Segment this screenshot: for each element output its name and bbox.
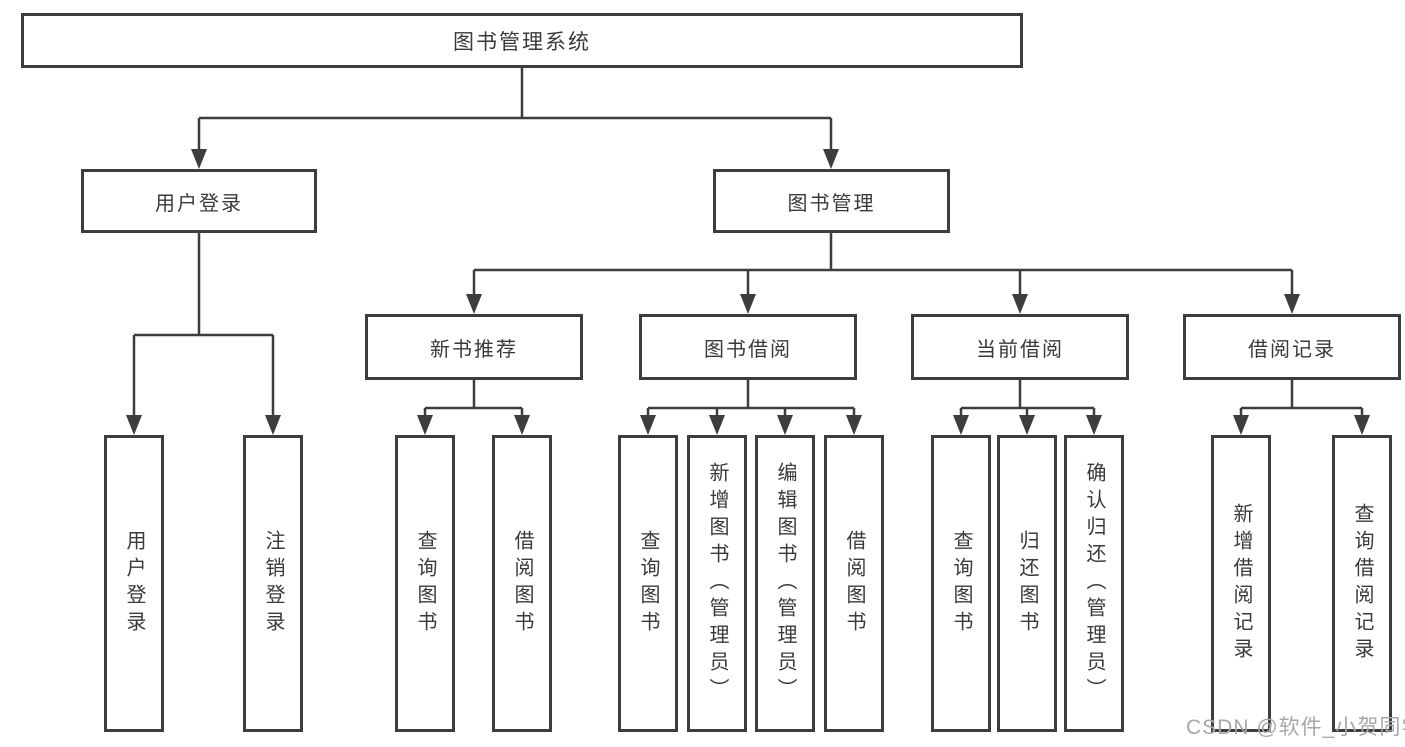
node-leaf-add-borrow-record: 新增借阅记录: [1211, 435, 1271, 732]
node-root-system: 图书管理系统: [21, 13, 1023, 68]
node-user-login: 用户登录: [81, 169, 317, 233]
node-leaf-query-borrow-record: 查询借阅记录: [1332, 435, 1392, 732]
node-leaf-query-books-borrow-label: 查询图书: [637, 529, 659, 638]
node-borrow-records-label: 借阅记录: [1248, 338, 1336, 361]
node-new-book-recommend: 新书推荐: [365, 314, 583, 380]
node-leaf-user-login: 用户登录: [104, 435, 164, 732]
node-leaf-edit-books-admin: 编辑图书（管理员）: [755, 435, 815, 732]
node-current-borrow: 当前借阅: [911, 314, 1129, 380]
node-borrow-records: 借阅记录: [1183, 314, 1401, 380]
node-leaf-confirm-return-admin: 确认归还（管理员）: [1064, 435, 1124, 732]
node-leaf-borrow-books-recommend: 借阅图书: [492, 435, 552, 732]
node-book-borrow: 图书借阅: [639, 314, 857, 380]
node-leaf-query-books-current: 查询图书: [931, 435, 991, 732]
node-current-borrow-label: 当前借阅: [976, 338, 1064, 361]
node-book-borrow-label: 图书借阅: [704, 338, 792, 361]
arrowheads: [126, 149, 1370, 435]
node-root-label: 图书管理系统: [453, 30, 591, 54]
node-leaf-add-books-admin: 新增图书（管理员）: [687, 435, 747, 732]
node-leaf-logout: 注销登录: [243, 435, 303, 732]
node-leaf-add-books-admin-label: 新增图书（管理员）: [706, 462, 728, 705]
node-leaf-query-books-borrow: 查询图书: [618, 435, 678, 732]
node-new-book-recommend-label: 新书推荐: [430, 338, 518, 361]
node-leaf-query-borrow-record-label: 查询借阅记录: [1351, 502, 1373, 665]
csdn-watermark: CSDN @软件_小贺同学: [1186, 716, 1405, 739]
node-leaf-borrow-books: 借阅图书: [824, 435, 884, 732]
node-leaf-logout-label: 注销登录: [262, 529, 284, 638]
node-leaf-user-login-label: 用户登录: [123, 529, 145, 638]
node-leaf-borrow-books-label: 借阅图书: [843, 529, 865, 638]
node-leaf-edit-books-admin-label: 编辑图书（管理员）: [774, 462, 796, 705]
node-leaf-return-books-label: 归还图书: [1016, 529, 1038, 638]
node-book-management-label: 图书管理: [787, 192, 876, 215]
node-leaf-query-books-recommend: 查询图书: [395, 435, 455, 732]
node-leaf-add-borrow-record-label: 新增借阅记录: [1230, 502, 1252, 665]
node-leaf-query-books-recommend-label: 查询图书: [414, 529, 436, 638]
node-leaf-query-books-current-label: 查询图书: [950, 529, 972, 638]
node-user-login-label: 用户登录: [155, 192, 243, 215]
node-leaf-return-books: 归还图书: [997, 435, 1057, 732]
node-book-management: 图书管理: [713, 169, 950, 233]
node-leaf-borrow-books-recommend-label: 借阅图书: [511, 529, 533, 638]
node-leaf-confirm-return-admin-label: 确认归还（管理员）: [1083, 462, 1105, 705]
